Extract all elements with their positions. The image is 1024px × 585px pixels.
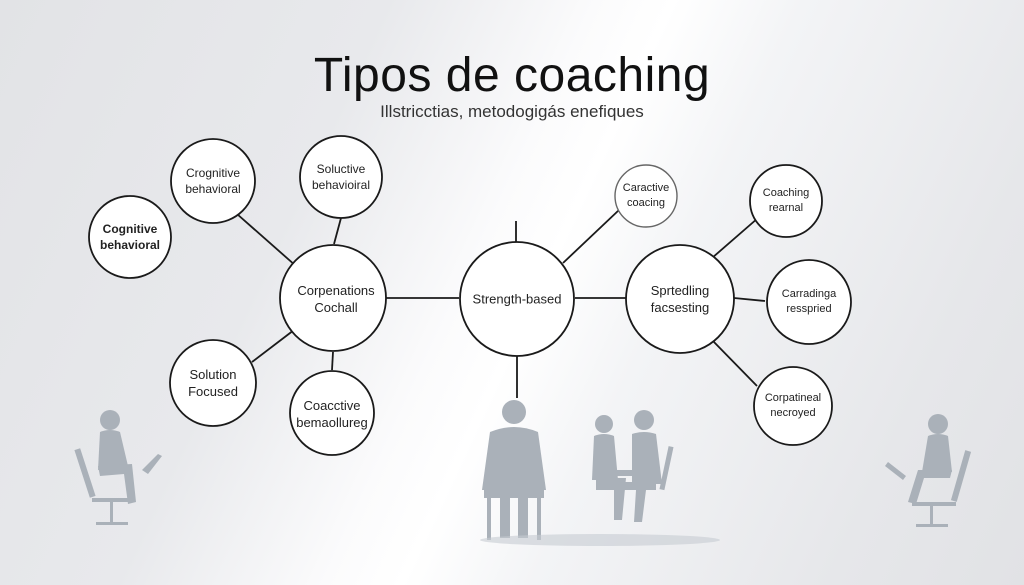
label-line: Cochall [314,300,358,315]
label-line: behavioral [185,182,241,196]
label-line: Sprtedling [650,283,710,298]
label-strength-based: Strength-based [473,291,562,308]
label-cognitive-behavioral-left: Cognitive behavioral [100,221,160,253]
label-line: facsesting [650,300,710,315]
label-line: bemaollureg [296,415,368,430]
connector-lines [236,209,766,398]
label-crognitive-behavioral: Crognitive behavioral [185,165,240,197]
node-corpatineal-necroyed [753,366,833,446]
label-sprtedling-facsesting: Sprtedling facsesting [651,282,710,316]
page-subtitle: Illstricctias, metodogigás enefiques [380,102,644,121]
label-line: Focused [188,384,238,399]
person-right-laptop-icon [885,414,972,527]
node-coaching-rearnal [749,164,823,238]
person-left-laptop-icon [74,410,162,525]
node-corpenations-cochall [279,244,387,352]
label-line: rearnal [768,202,804,214]
label-line: Coacctive [303,398,361,413]
label-line: behavioiral [311,178,371,192]
label-soluctive-behavioiral: Soluctive behavioiral [312,161,370,193]
label-corpatineal-necroyed: Corpatineal necroyed [765,391,821,421]
connector-line [333,217,342,245]
node-caractive-coacing [614,164,678,228]
page-title: Tipos de coaching [313,49,711,102]
person-center-back-icon [482,400,546,540]
label-line: Cognitive [102,222,158,236]
label-caractive-coacing: Caractive coacing [623,181,669,211]
node-sprtedling-facsesting [625,244,735,354]
label-line: coacing [627,197,665,209]
node-carradinga-resspried [766,259,852,345]
label-line: Corpatineal [764,392,822,404]
floor-shadow [480,534,720,546]
label-coacctive-bemaollureg: Coacctive bemaollureg [296,397,368,431]
node-coacctive-bemaollureg [289,370,375,456]
connector-line [236,213,297,267]
label-line: Caractive [622,182,670,194]
node-strength-based [459,241,575,357]
connector-line [562,209,620,264]
label-line: Strength-based [472,291,562,307]
label-solution-focused: Solution Focused [188,366,238,400]
label-line: necroyed [770,407,816,419]
label-line: Corpenations [297,283,375,298]
connector-line [711,339,758,387]
label-line: Carradinga [781,288,837,300]
connector-line [733,297,766,302]
label-line: Soluctive [316,162,366,176]
people-conversation-icon [592,410,674,522]
label-coaching-rearnal: Coaching rearnal [763,186,809,216]
label-line: Solution [189,367,237,382]
node-soluctive-behavioiral [299,135,383,219]
connector-line [711,217,759,259]
connector-line [331,351,334,371]
label-line: resspried [786,303,832,315]
label-line: behavioral [99,238,161,252]
connector-line [251,329,295,363]
node-solution-focused [169,339,257,427]
people-silhouettes [74,400,972,540]
node-cognitive-behavioral-left [88,195,172,279]
label-line: Crognitive [185,166,241,180]
label-carradinga-resspried: Carradinga resspried [782,287,836,317]
label-corpenations-cochall: Corpenations Cochall [297,282,374,316]
node-crognitive-behavioral [170,138,256,224]
label-line: Coaching [762,187,810,199]
